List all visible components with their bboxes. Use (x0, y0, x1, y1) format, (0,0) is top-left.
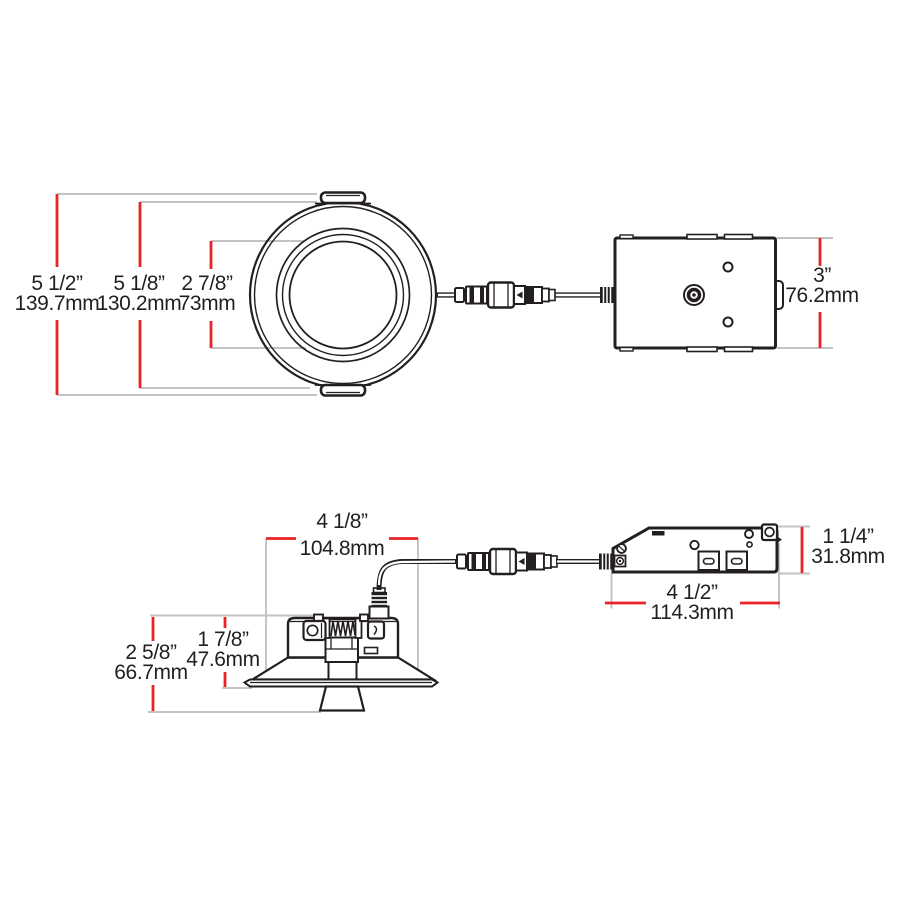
cable-gland (368, 587, 390, 620)
dim-inches: 1 1/4” (822, 525, 874, 548)
dim-jbox-height-label: 1 1/4” 31.8mm (811, 525, 885, 568)
spring-clip-right (359, 613, 386, 640)
knockout-tabs (697, 550, 748, 571)
side-cable (376, 547, 614, 591)
screw-hole (746, 541, 753, 548)
vent-slot (652, 531, 665, 536)
dim-inches: 2 7/8” (181, 272, 233, 295)
dim-mm: 104.8mm (299, 537, 385, 560)
downlight-side (242, 587, 440, 712)
screw-hole (744, 529, 754, 539)
side-view (148, 523, 810, 713)
dim-jbox-width-label: 4 1/2” 114.3mm (650, 581, 734, 624)
mounting-clip-top (315, 191, 371, 205)
dim-inches: 5 1/8” (113, 272, 165, 295)
dim-mm: 73mm (178, 292, 236, 315)
dim-mm: 66.7mm (114, 661, 188, 684)
junction-box-top (613, 233, 784, 353)
dim-mm: 114.3mm (650, 601, 734, 624)
screw-hole (689, 539, 700, 551)
front-extension-lines (57, 193, 833, 396)
front-dimension-lines (55, 194, 822, 395)
dim-overall-diameter-label: 5 1/2” 139.7mm (14, 272, 100, 315)
dim-jbox-depth-label: 3” 76.2mm (785, 264, 859, 307)
dim-inches: 4 1/8” (316, 510, 368, 533)
dim-inches: 4 1/2” (666, 581, 718, 604)
spring-clip-left (302, 613, 327, 642)
dim-mm: 139.7mm (14, 292, 100, 315)
dim-mm: 47.6mm (186, 648, 260, 671)
mounting-clip-bottom (315, 383, 371, 397)
chamfer-screw (616, 543, 627, 554)
trim-flange (242, 678, 440, 688)
front-cable (436, 281, 615, 309)
dim-inches: 3” (813, 264, 831, 287)
dim-mm: 76.2mm (785, 284, 859, 307)
screw-hole (722, 261, 734, 273)
edge-clip (776, 536, 782, 544)
dim-trim-diameter-label: 5 1/8” 130.2mm (96, 272, 182, 315)
downlight-front (248, 191, 438, 397)
dim-inches: 5 1/2” (31, 272, 83, 295)
screw-hole (722, 316, 734, 328)
corner-grommet (760, 523, 779, 542)
dim-housing-width-label: 4 1/8” 104.8mm (299, 510, 385, 560)
front-view (55, 191, 833, 397)
center-knockout (683, 284, 705, 306)
dim-inches: 2 5/8” (125, 641, 177, 664)
center-bracket (324, 636, 359, 680)
dim-mm: 31.8mm (811, 545, 885, 568)
dim-aperture-diameter-label: 2 7/8” 73mm (178, 272, 236, 315)
side-screw (613, 554, 627, 568)
dim-mm: 130.2mm (96, 292, 182, 315)
dim-recess-depth-label: 1 7/8” 47.6mm (186, 628, 260, 671)
lens-cone (318, 685, 366, 712)
label-plate (363, 646, 379, 655)
dim-inches: 1 7/8” (197, 628, 249, 651)
side-dimension-lines (151, 527, 804, 711)
side-extension-lines (148, 525, 810, 713)
dim-overall-height-label: 2 5/8” 66.7mm (114, 641, 188, 684)
junction-box-side (611, 523, 782, 574)
